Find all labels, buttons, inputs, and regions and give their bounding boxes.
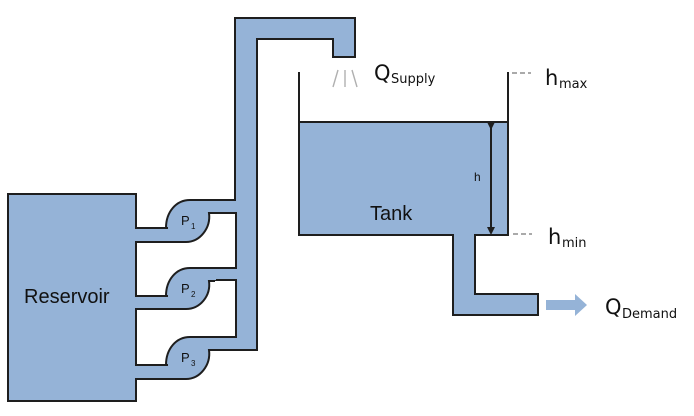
pump-1-index: 1 <box>191 222 196 231</box>
outlet-pipe <box>452 234 539 316</box>
seam <box>134 297 168 308</box>
level-symbol: h <box>474 170 481 184</box>
pump-1-label: P <box>181 213 190 228</box>
hmin-subscript: min <box>562 236 587 251</box>
demand-subscript: Demand <box>622 307 677 322</box>
reservoir-label: Reservoir <box>24 286 110 308</box>
supply-symbol: Q <box>374 61 391 85</box>
demand-arrow-icon <box>546 294 587 316</box>
supply-spray-icon <box>332 69 358 88</box>
supply-subscript: Supply <box>391 72 436 87</box>
pump-3-label: P <box>181 350 190 365</box>
seam <box>210 269 216 280</box>
seam <box>454 233 474 237</box>
tank-label: Tank <box>370 203 413 225</box>
pump-1: P 1 <box>165 199 215 243</box>
seam <box>134 229 168 241</box>
hmin-symbol: h <box>548 225 561 249</box>
demand-symbol: Q <box>605 295 622 319</box>
tank-water <box>299 122 508 235</box>
seam <box>134 366 168 378</box>
pump-3: P 3 <box>165 336 215 380</box>
pump-2-index: 2 <box>191 290 196 299</box>
pump-2: P 2 <box>165 267 215 310</box>
hmax-symbol: h <box>545 66 558 90</box>
tank-walls <box>298 72 509 236</box>
seam <box>210 201 216 212</box>
hmax-subscript: max <box>559 77 588 92</box>
pump-3-index: 3 <box>191 359 196 368</box>
seam <box>234 201 238 212</box>
pump-2-label: P <box>181 281 190 296</box>
seam <box>210 338 216 349</box>
